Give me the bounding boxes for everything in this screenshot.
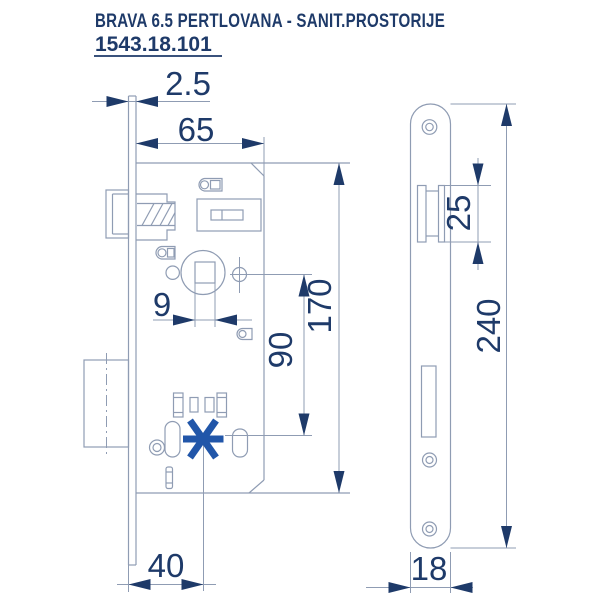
rivet-tab-right xyxy=(236,327,253,341)
lever-plate xyxy=(196,198,262,232)
small-slot xyxy=(165,466,174,490)
spring-coils xyxy=(141,203,176,226)
dim-latch-cutout: 25 xyxy=(440,195,477,232)
latch-opening xyxy=(416,184,446,243)
faceplate-front-view xyxy=(409,103,452,549)
screw-hole-mid xyxy=(421,452,438,468)
dim-backset: 40 xyxy=(148,547,185,584)
deadbolt-opening xyxy=(420,365,437,438)
rivet-tab-mid xyxy=(155,245,176,260)
title-block: BRAVA 6.5 PERTLOVANA - SANIT.PROSTORIJE … xyxy=(94,11,445,57)
dim-faceplate-length: 240 xyxy=(470,298,507,353)
dim-follower-to-lock: 90 xyxy=(262,332,299,369)
faceplate-edge xyxy=(127,95,137,566)
dim-follower-square: 9 xyxy=(153,286,171,323)
pin-hole xyxy=(165,265,180,280)
guide-slot-left xyxy=(148,420,181,458)
lock-case-outline xyxy=(136,162,350,494)
product-title: BRAVA 6.5 PERTLOVANA - SANIT.PROSTORIJE xyxy=(95,11,445,32)
rivet-tab-top xyxy=(198,177,223,192)
spindle-follower xyxy=(180,249,226,296)
screw-hole-top xyxy=(421,119,438,135)
faceplate-outline xyxy=(409,103,452,549)
privacy-lock-asterisk-icon xyxy=(183,418,224,460)
product-code: 1543.18.101 xyxy=(95,33,212,56)
dimension-arrows xyxy=(106,96,512,593)
dimension-labels: 2.5 65 9 90 170 40 25 240 18 xyxy=(148,65,507,587)
dim-faceplate-thickness: 2.5 xyxy=(165,65,211,102)
guide-slot-right xyxy=(231,428,249,458)
dim-body-height: 170 xyxy=(301,278,338,333)
latch-bolt xyxy=(105,189,130,239)
deadbolt xyxy=(83,353,130,454)
dim-faceplate-width: 18 xyxy=(411,550,448,587)
dim-body-width: 65 xyxy=(178,111,215,148)
dimension-lines xyxy=(92,101,516,593)
latch-spring-housing xyxy=(136,193,176,241)
tumbler-parts xyxy=(172,392,228,418)
screw-hole-bottom xyxy=(421,521,438,537)
